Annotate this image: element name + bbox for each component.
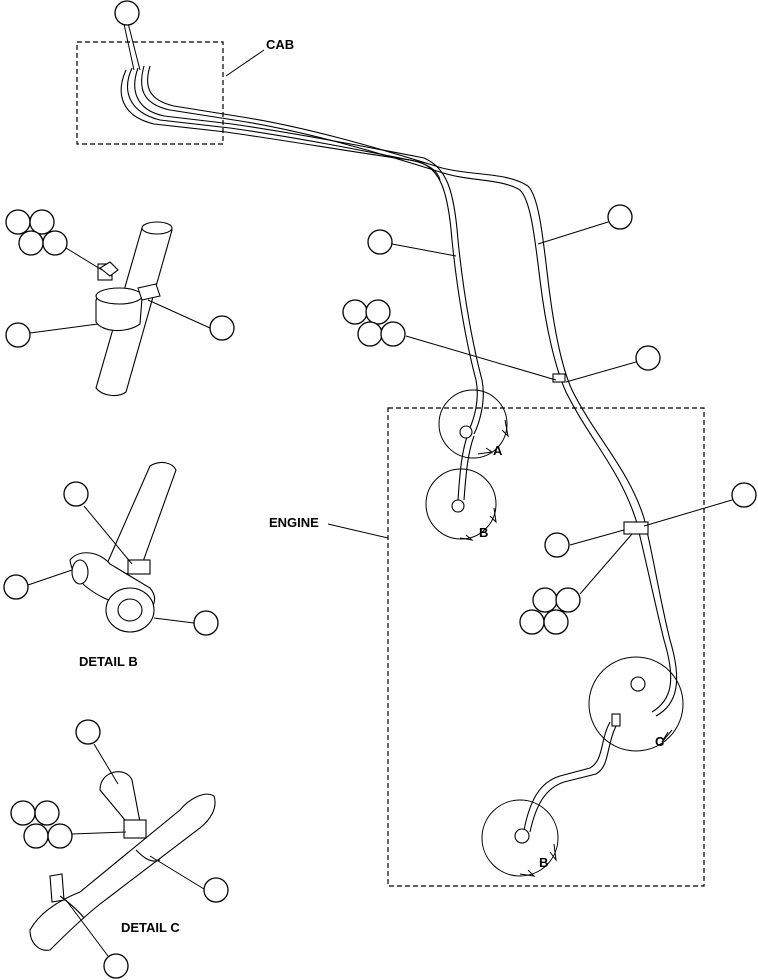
detail-circle-b-upper bbox=[425, 468, 497, 540]
callout-bubble bbox=[5, 322, 31, 348]
callout-bubble bbox=[63, 481, 89, 507]
callout-a-label: A bbox=[493, 443, 503, 458]
callout-c-label: C bbox=[655, 734, 665, 749]
hose-right bbox=[141, 65, 672, 713]
callout-leaders bbox=[27, 22, 733, 957]
detail-circle-b-lower bbox=[481, 799, 559, 877]
callout-bubble bbox=[731, 482, 757, 508]
callout-bubble bbox=[544, 532, 570, 558]
engine-region-box bbox=[387, 407, 705, 887]
fitting-c bbox=[630, 676, 646, 692]
hose-lower bbox=[523, 721, 611, 831]
callout-bubble bbox=[10, 800, 36, 826]
callout-bubble bbox=[607, 204, 633, 230]
hose-bracket bbox=[623, 521, 649, 535]
callout-bubble bbox=[75, 719, 101, 745]
callout-bubble bbox=[519, 609, 545, 635]
callout-bubble bbox=[543, 609, 569, 635]
callout-bubble bbox=[29, 209, 55, 235]
detail-a-drawing bbox=[95, 221, 173, 397]
callout-bubble bbox=[357, 321, 383, 347]
detail-circle-a bbox=[438, 389, 508, 459]
engine-label: ENGINE bbox=[269, 515, 319, 530]
callout-bubbles bbox=[3, 0, 757, 979]
main-hose-assembly bbox=[120, 65, 678, 844]
engine-leader bbox=[327, 523, 389, 539]
callout-bubble bbox=[342, 299, 368, 325]
fitting-b-upper bbox=[451, 499, 465, 513]
callout-bubble bbox=[203, 877, 229, 903]
callout-bubble bbox=[23, 823, 49, 849]
detail-b-drawing bbox=[69, 461, 177, 633]
fitting-b-lower bbox=[514, 828, 530, 844]
detail-circle-c bbox=[588, 656, 684, 752]
fitting-a bbox=[459, 425, 473, 439]
hose-clamp bbox=[552, 373, 566, 383]
callout-bubble bbox=[209, 315, 235, 341]
callout-bubble bbox=[555, 587, 581, 613]
callout-bubble bbox=[103, 953, 129, 979]
callout-bubble bbox=[42, 230, 68, 256]
callout-bubble bbox=[34, 800, 60, 826]
callout-bubble bbox=[380, 321, 406, 347]
callout-bubble bbox=[3, 574, 29, 600]
cab-leader bbox=[225, 49, 265, 77]
callout-bubble bbox=[47, 823, 73, 849]
callout-b-lower-label: B bbox=[539, 855, 548, 870]
callout-b-upper-label: B bbox=[479, 525, 488, 540]
callout-bubble bbox=[114, 0, 140, 26]
callout-bubble bbox=[18, 230, 44, 256]
cab-region-box bbox=[76, 41, 224, 145]
cab-label: CAB bbox=[266, 37, 294, 52]
callout-bubble bbox=[5, 209, 31, 235]
callout-bubble bbox=[193, 610, 219, 636]
callout-bubble bbox=[532, 587, 558, 613]
callout-bubble bbox=[635, 345, 661, 371]
detail-callouts: A B C B bbox=[425, 389, 684, 877]
callout-bubble bbox=[367, 229, 393, 255]
detail-c-drawing bbox=[29, 771, 216, 951]
detail-b-label: DETAIL B bbox=[79, 654, 138, 669]
hose-left bbox=[127, 67, 478, 433]
detail-c-label: DETAIL C bbox=[121, 920, 180, 935]
callout-bubble bbox=[365, 299, 391, 325]
